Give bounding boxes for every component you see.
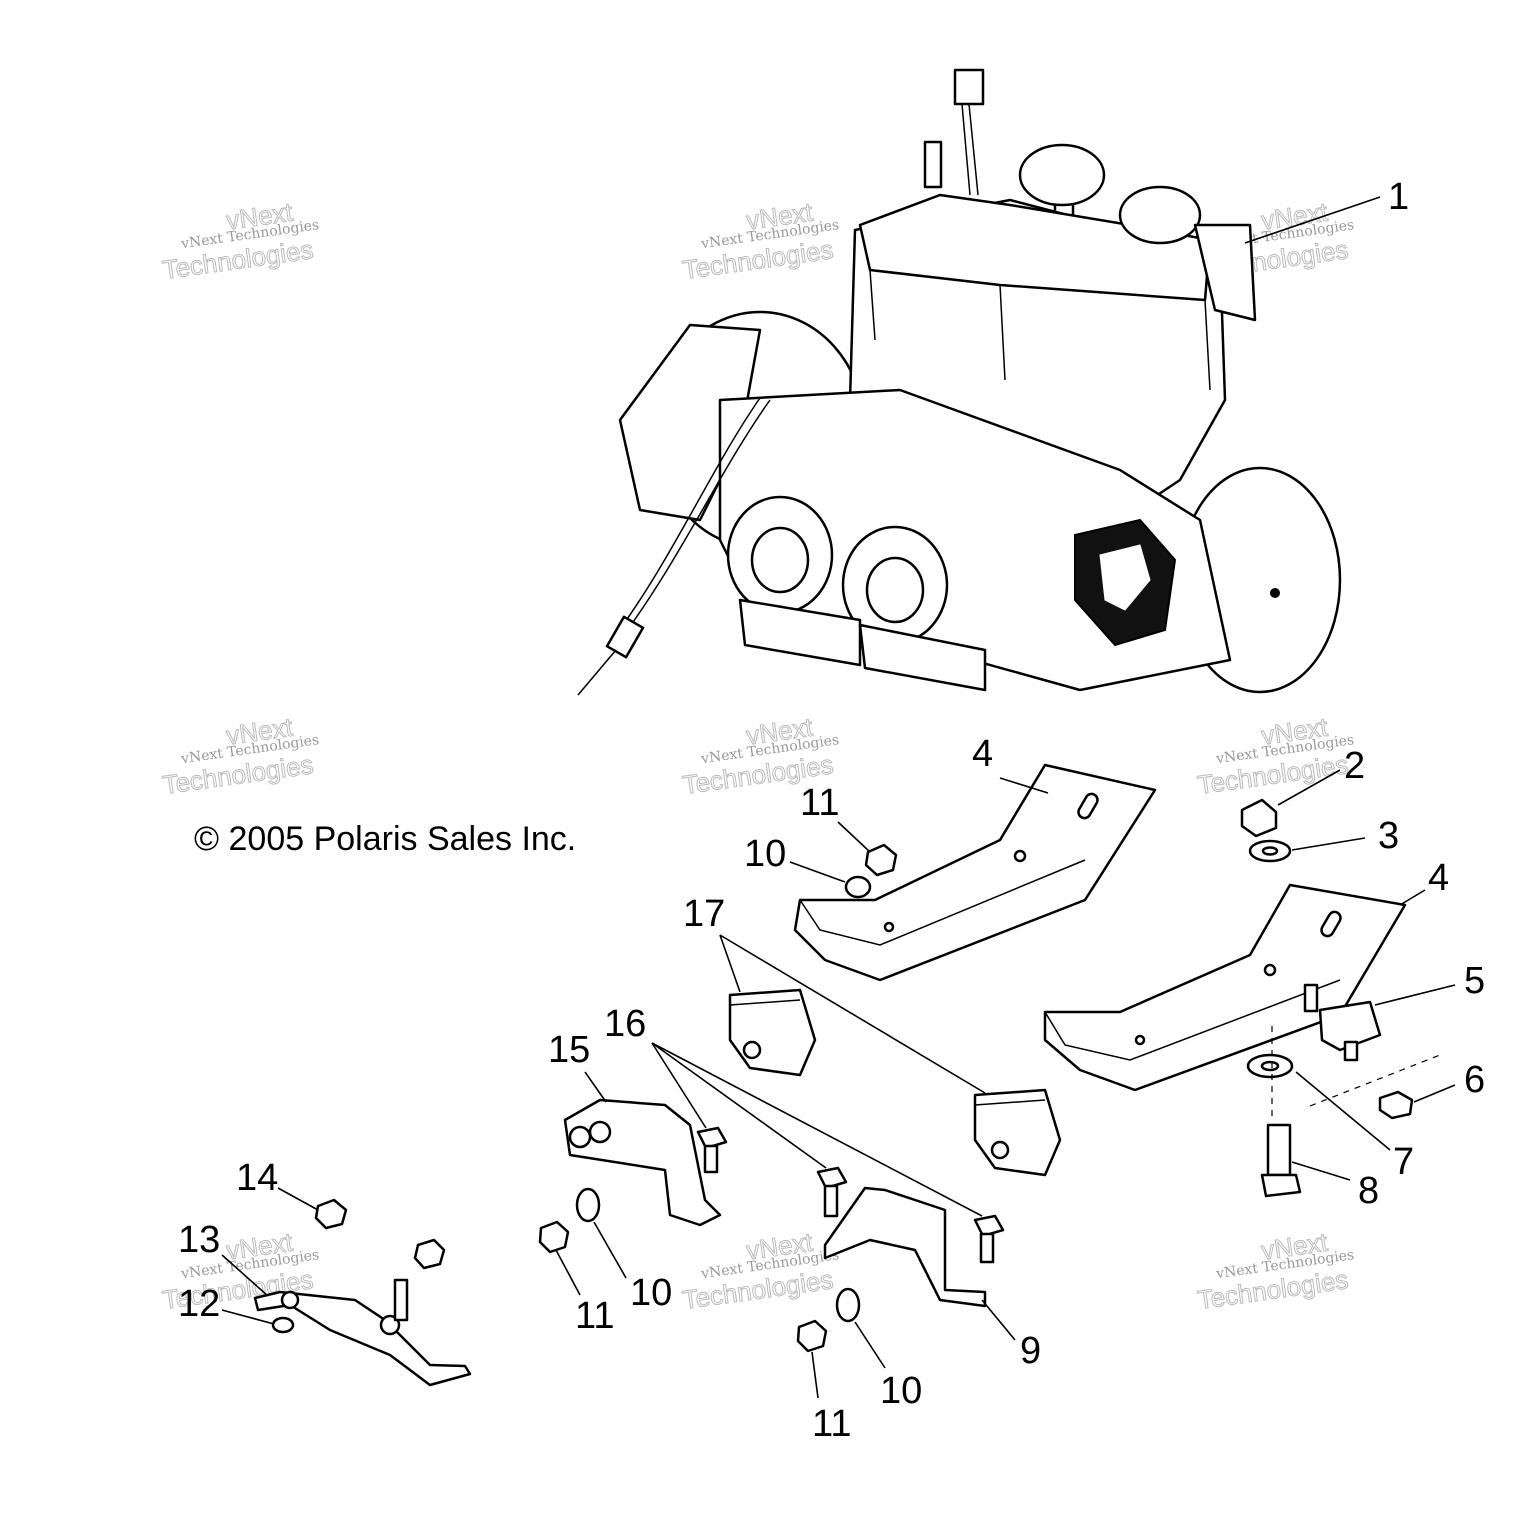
callout-7: 7 xyxy=(1393,1141,1414,1183)
engine-mount-plate-upper xyxy=(793,763,1157,982)
washer-part-10 xyxy=(575,1187,601,1223)
rubber-mount-part-5 xyxy=(1303,983,1382,1062)
callout-15: 15 xyxy=(548,1029,590,1071)
stud-part-14 xyxy=(393,1238,446,1322)
bolt-part-16 xyxy=(696,1126,728,1174)
callout-4: 4 xyxy=(1428,857,1449,899)
nut-part-14 xyxy=(314,1198,348,1230)
callouts: 1 2 3 4 4 5 6 7 8 9 10 10 10 11 11 11 12… xyxy=(178,176,1485,1445)
callout-8: 8 xyxy=(1358,1170,1379,1212)
callout-14: 14 xyxy=(236,1157,278,1199)
callout-10: 10 xyxy=(630,1272,672,1314)
leader-lines xyxy=(221,196,1456,1399)
bracket-part-13 xyxy=(253,1290,472,1387)
nut-part-12 xyxy=(271,1316,295,1334)
callout-3: 3 xyxy=(1378,815,1399,857)
bracket-part-9 xyxy=(823,1186,987,1308)
washer-part-10 xyxy=(835,1287,861,1323)
callout-16: 16 xyxy=(604,1003,646,1045)
callout-12: 12 xyxy=(178,1283,220,1325)
callout-5: 5 xyxy=(1464,960,1485,1002)
callout-1: 1 xyxy=(1388,176,1409,218)
copyright-notice: © 2005 Polaris Sales Inc. xyxy=(194,820,576,858)
bolt-part-8 xyxy=(1260,1123,1302,1198)
watermark: vNext vNext Technologies Technologies xyxy=(680,196,840,285)
nut-part-11 xyxy=(864,843,898,877)
nut-part-6 xyxy=(1378,1090,1414,1120)
callout-10: 10 xyxy=(744,833,786,875)
callout-13: 13 xyxy=(178,1219,220,1261)
bracket-part-15 xyxy=(563,1098,722,1227)
nut-part-2 xyxy=(1240,798,1278,838)
bolt-part-16 xyxy=(973,1214,1005,1264)
alignment-line xyxy=(1309,1054,1441,1107)
bolt-part-16 xyxy=(816,1166,848,1218)
callout-11: 11 xyxy=(812,1403,851,1445)
washer-part-7 xyxy=(1246,1053,1294,1079)
callout-2: 2 xyxy=(1344,745,1365,787)
engine-assembly xyxy=(577,68,1342,696)
rubber-block-part-17 xyxy=(728,988,817,1077)
callout-9: 9 xyxy=(1020,1330,1041,1372)
callout-17: 17 xyxy=(683,893,725,935)
washer-part-10 xyxy=(844,875,872,899)
watermark: vNext vNext Technologies Technologies xyxy=(160,196,320,285)
callout-11: 11 xyxy=(575,1295,614,1337)
watermark: vNext vNext Technologies Technologies xyxy=(160,711,320,800)
watermark: vNext vNext Technologies Technologies xyxy=(1195,1226,1355,1315)
watermark: vNext vNext Technologies Technologies xyxy=(680,1226,840,1315)
engine-sensor-cap xyxy=(953,68,985,106)
nut-part-11 xyxy=(538,1220,570,1254)
engine-mount-plate-lower xyxy=(1043,883,1407,1092)
washer-part-3 xyxy=(1248,839,1292,863)
nut-part-11 xyxy=(796,1319,828,1353)
watermark: vNext vNext Technologies Technologies xyxy=(1195,711,1355,800)
callout-4: 4 xyxy=(972,733,993,775)
callout-11: 11 xyxy=(800,782,839,824)
rubber-block-part-17 xyxy=(973,1088,1062,1177)
callout-6: 6 xyxy=(1464,1059,1485,1101)
callout-10: 10 xyxy=(880,1370,922,1412)
